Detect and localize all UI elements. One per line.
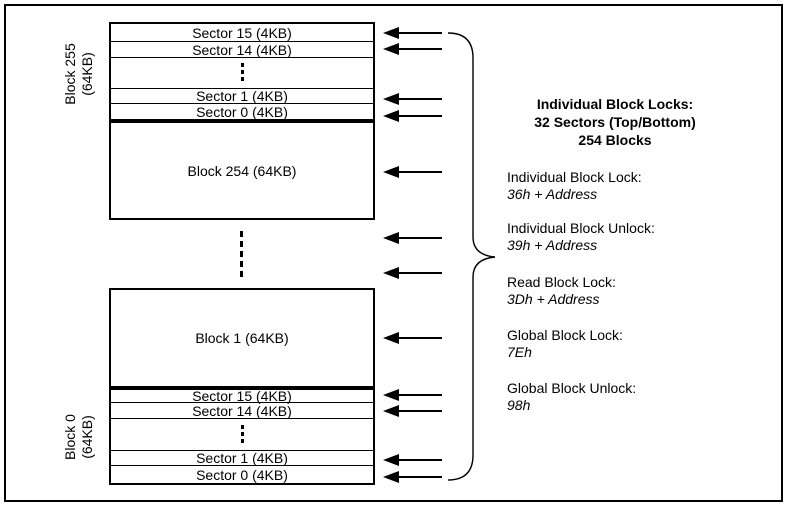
sector-row: Sector 1 (4KB) [111,88,373,104]
command-code: 39h + Address [507,237,598,253]
arrow-shaft [397,32,442,34]
arrowhead [383,166,399,178]
sector-row: Sector 0 (4KB) [196,466,288,483]
sector-row: Sector 14 (4KB) [111,403,373,419]
sector-ellipsis-row [111,58,373,89]
command-label: Individual Block Unlock: [507,220,655,236]
left-arrow-icon [383,43,443,55]
arrowhead [383,332,399,344]
vertical-ellipsis-icon [240,63,244,83]
arrowhead [383,27,399,39]
left-arrow-icon [383,27,443,39]
arrow-shaft [397,171,442,173]
sector-row: Sector 15 (4KB) [111,388,373,404]
arrowhead [383,405,399,417]
command-label: Individual Block Lock: [507,169,642,185]
block-1-box: Block 1 (64KB) [109,288,375,388]
left-arrow-icon [383,471,443,483]
command-label: Global Block Lock: [507,327,623,343]
arrowhead [383,471,399,483]
arrow-shaft [397,337,442,339]
command-label: Read Block Lock: [507,274,616,290]
arrow-shaft [397,272,442,274]
command-code: 3Dh + Address [507,291,600,307]
sector-row: Sector 15 (4KB) [111,24,373,42]
legend-heading-line1: Individual Block Locks: [536,96,694,112]
legend-heading-line2: 32 Sectors (Top/Bottom) [534,114,696,130]
block-255-sector-group: Sector 15 (4KB) Sector 14 (4KB) Sector 1… [109,22,375,121]
block-0-side-label-line2: (64KB) [79,415,95,459]
left-arrow-icon [383,454,443,466]
arrowhead [383,110,399,122]
command-read-block-lock: Read Block Lock: 3Dh + Address [507,274,616,308]
legend-heading: Individual Block Locks: 32 Sectors (Top/… [500,95,730,149]
arrow-shaft [397,459,442,461]
command-label: Global Block Unlock: [507,380,637,396]
left-arrow-icon [383,166,443,178]
arrowhead [383,389,399,401]
command-global-block-lock: Global Block Lock: 7Eh [507,327,623,361]
arrow-shaft [397,237,442,239]
arrow-shaft [397,98,442,100]
arrow-shaft [397,115,442,117]
curly-brace-icon [447,32,496,481]
arrowhead [383,43,399,55]
block-254-box: Block 254 (64KB) [109,121,375,220]
left-arrow-icon [383,110,443,122]
command-individual-block-unlock: Individual Block Unlock: 39h + Address [507,220,655,254]
left-arrow-icon [383,389,443,401]
sector-row: Sector 0 (4KB) [196,103,288,120]
command-code: 7Eh [507,344,532,360]
block-255-side-label-line2: (64KB) [79,52,95,96]
command-global-block-unlock: Global Block Unlock: 98h [507,380,636,414]
legend-heading-line3: 254 Blocks [578,132,652,148]
arrow-shaft [397,410,442,412]
block-255-side-label-line1: Block 255 [62,43,78,105]
block-0-sector-group: Sector 15 (4KB) Sector 14 (4KB) Sector 1… [109,388,375,485]
arrow-shaft [397,394,442,396]
block-0-side-label-line1: Block 0 [62,414,78,460]
block-gap-dashed-line [240,231,243,281]
figure-frame [4,4,783,502]
arrow-shaft [397,476,442,478]
arrowhead [383,267,399,279]
left-arrow-icon [383,267,443,279]
arrow-shaft [397,48,442,50]
command-individual-block-lock: Individual Block Lock: 36h + Address [507,169,642,203]
arrowhead [383,454,399,466]
left-arrow-icon [383,405,443,417]
sector-row: Sector 14 (4KB) [111,42,373,58]
vertical-ellipsis-icon [240,424,244,445]
arrowhead [383,93,399,105]
sector-ellipsis-row [111,419,373,451]
left-arrow-icon [383,232,443,244]
arrowhead [383,232,399,244]
left-arrow-icon [383,93,443,105]
block-255-side-label: Block 255 (64KB) [62,24,102,124]
left-arrow-icon [383,332,443,344]
command-code: 36h + Address [507,186,598,202]
block-0-side-label: Block 0 (64KB) [62,387,102,487]
sector-row: Sector 1 (4KB) [111,450,373,466]
command-code: 98h [507,397,531,413]
